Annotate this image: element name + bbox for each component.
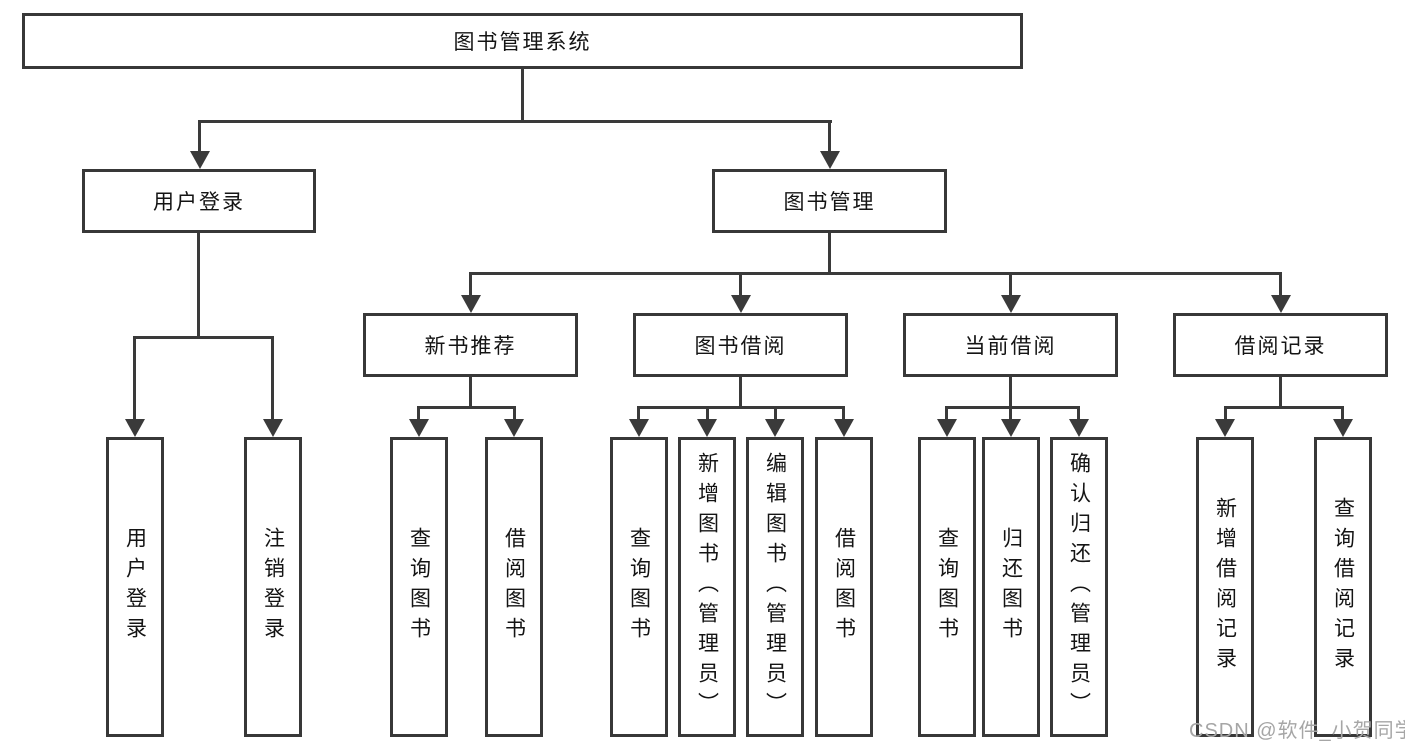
connector-line xyxy=(945,406,948,420)
arrow-down-icon xyxy=(409,419,429,437)
arrow-down-icon xyxy=(834,419,854,437)
connector-line xyxy=(945,406,1080,409)
node-label: 图书管理 xyxy=(783,191,876,214)
leaf-label: 借阅图书 xyxy=(502,527,526,647)
arrow-down-icon xyxy=(1215,419,1235,437)
connector-line xyxy=(637,406,640,420)
leaf-label: 查询图书 xyxy=(935,527,959,647)
leaf-edit-book-admin: 编辑图书（管理员） xyxy=(746,437,804,737)
arrow-down-icon xyxy=(697,419,717,437)
arrow-down-icon xyxy=(765,419,785,437)
leaf-label: 归还图书 xyxy=(999,527,1023,647)
connector-line xyxy=(513,406,516,420)
arrow-down-icon xyxy=(1271,295,1291,313)
arrow-down-icon xyxy=(190,151,210,169)
leaf-label: 新增图书（管理员） xyxy=(695,452,719,722)
node-label: 当前借阅 xyxy=(964,335,1057,358)
leaf-add-borrow-record: 新增借阅记录 xyxy=(1196,437,1254,737)
connector-line xyxy=(469,377,472,406)
leaf-return-book: 归还图书 xyxy=(982,437,1040,737)
connector-line xyxy=(133,336,274,339)
connector-line xyxy=(1279,272,1282,296)
leaf-label: 编辑图书（管理员） xyxy=(763,452,787,722)
node-label: 图书借阅 xyxy=(694,335,787,358)
leaf-borrow-book: 借阅图书 xyxy=(815,437,873,737)
leaf-label: 借阅图书 xyxy=(832,527,856,647)
leaf-label: 注销登录 xyxy=(261,527,285,647)
node-book-management-branch: 图书管理 xyxy=(712,169,947,233)
connector-line xyxy=(1341,406,1344,420)
connector-line xyxy=(198,120,832,123)
arrow-down-icon xyxy=(504,419,524,437)
connector-line xyxy=(1279,377,1282,406)
node-current-borrow: 当前借阅 xyxy=(903,313,1118,377)
csdn-watermark: CSDN @软件_小贺同学 xyxy=(1189,720,1405,742)
arrow-down-icon xyxy=(125,419,145,437)
connector-line xyxy=(1009,377,1012,406)
connector-line xyxy=(198,120,201,152)
arrow-down-icon xyxy=(461,295,481,313)
connector-line xyxy=(469,272,472,296)
node-book-borrow: 图书借阅 xyxy=(633,313,848,377)
node-root-label: 图书管理系统 xyxy=(453,31,592,54)
connector-line xyxy=(774,406,777,420)
connector-line xyxy=(197,233,200,336)
node-root: 图书管理系统 xyxy=(22,13,1023,69)
connector-line xyxy=(706,406,709,420)
leaf-logout: 注销登录 xyxy=(244,437,302,737)
leaf-label: 查询借阅记录 xyxy=(1331,497,1355,677)
leaf-query-book-current: 查询图书 xyxy=(918,437,976,737)
leaf-label: 新增借阅记录 xyxy=(1213,497,1237,677)
connector-line xyxy=(417,406,420,420)
arrow-down-icon xyxy=(1001,419,1021,437)
leaf-query-borrow-record: 查询借阅记录 xyxy=(1314,437,1372,737)
leaf-user-login: 用户登录 xyxy=(106,437,164,737)
arrow-down-icon xyxy=(1001,295,1021,313)
connector-line xyxy=(1009,406,1012,420)
leaf-add-book-admin: 新增图书（管理员） xyxy=(678,437,736,737)
leaf-label: 查询图书 xyxy=(627,527,651,647)
arrow-down-icon xyxy=(263,419,283,437)
node-borrow-record: 借阅记录 xyxy=(1173,313,1388,377)
connector-line xyxy=(469,272,1282,275)
connector-line xyxy=(1224,406,1344,409)
leaf-label: 确认归还（管理员） xyxy=(1067,452,1091,722)
connector-line xyxy=(133,336,136,420)
node-user-login-branch: 用户登录 xyxy=(82,169,316,233)
connector-line xyxy=(521,69,524,123)
leaf-query-book-borrow: 查询图书 xyxy=(610,437,668,737)
connector-line xyxy=(828,233,831,272)
leaf-label: 用户登录 xyxy=(123,527,147,647)
connector-line xyxy=(828,120,831,152)
connector-line xyxy=(1009,272,1012,296)
arrow-down-icon xyxy=(629,419,649,437)
leaf-confirm-return-admin: 确认归还（管理员） xyxy=(1050,437,1108,737)
arrow-down-icon xyxy=(1069,419,1089,437)
connector-line xyxy=(1077,406,1080,420)
node-label: 用户登录 xyxy=(153,191,245,214)
connector-line xyxy=(417,406,516,409)
node-label: 借阅记录 xyxy=(1234,335,1327,358)
connector-line xyxy=(271,336,274,420)
arrow-down-icon xyxy=(820,151,840,169)
arrow-down-icon xyxy=(1333,419,1353,437)
connector-line xyxy=(842,406,845,420)
arrow-down-icon xyxy=(731,295,751,313)
connector-line xyxy=(739,377,742,406)
connector-line xyxy=(1224,406,1227,420)
leaf-borrow-book-recommend: 借阅图书 xyxy=(485,437,543,737)
connector-line xyxy=(739,272,742,296)
node-new-book-recommend: 新书推荐 xyxy=(363,313,578,377)
connector-line xyxy=(637,406,845,409)
node-label: 新书推荐 xyxy=(424,335,517,358)
leaf-label: 查询图书 xyxy=(407,527,431,647)
arrow-down-icon xyxy=(937,419,957,437)
leaf-query-book-recommend: 查询图书 xyxy=(390,437,448,737)
